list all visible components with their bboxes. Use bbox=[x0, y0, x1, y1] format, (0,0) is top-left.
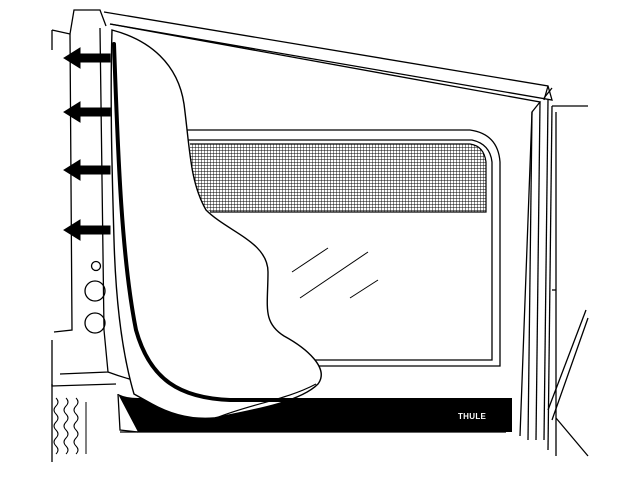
awning-rail bbox=[103, 11, 553, 101]
pillar-holes bbox=[84, 260, 106, 334]
zipper-line bbox=[112, 42, 302, 402]
fabric-panel bbox=[110, 29, 322, 420]
direction-arrows bbox=[63, 47, 111, 241]
round-hole-icon bbox=[84, 312, 106, 334]
arrow-left-icon bbox=[63, 159, 111, 181]
arrow-left-icon bbox=[63, 101, 111, 123]
round-hole-icon bbox=[84, 280, 106, 302]
side-wall bbox=[109, 23, 589, 457]
wavy-seal bbox=[53, 397, 87, 455]
window-frame bbox=[180, 129, 501, 367]
small-hole-icon bbox=[90, 260, 102, 272]
clear-window bbox=[291, 247, 379, 299]
arrow-left-icon bbox=[63, 219, 111, 241]
mesh-screen bbox=[190, 143, 487, 213]
arrow-left-icon bbox=[63, 47, 111, 69]
guy-strap bbox=[547, 309, 589, 421]
brand-logo: THULE bbox=[458, 412, 487, 421]
